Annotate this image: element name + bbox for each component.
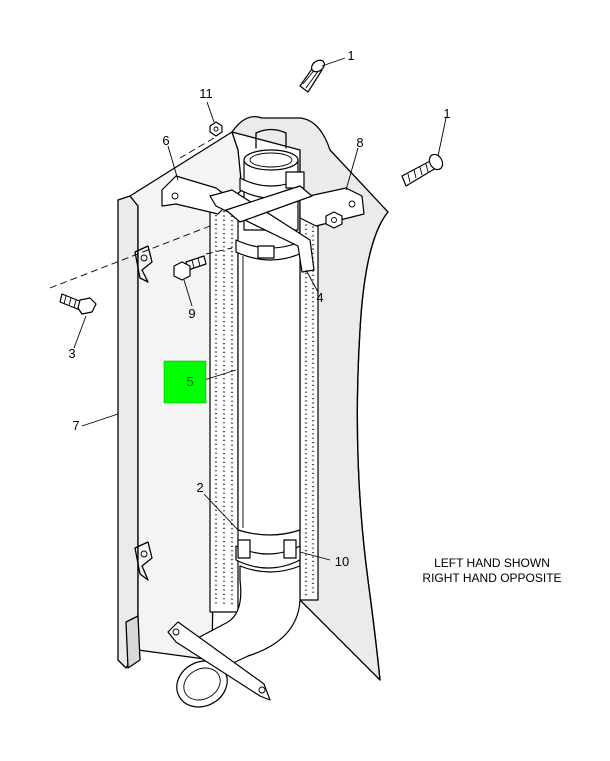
callout-7: 7 [72, 418, 79, 433]
highlight-label: 5 [186, 374, 193, 389]
callout-11: 11 [199, 86, 213, 101]
bolt-1-right [401, 153, 444, 187]
callout-2: 2 [196, 480, 203, 495]
callout-10: 10 [335, 554, 349, 569]
bolt-9 [173, 255, 207, 281]
leader-lines [73, 57, 447, 561]
note-line-2: RIGHT HAND OPPOSITE [422, 571, 561, 585]
callout-6: 6 [162, 133, 169, 148]
callout-3: 3 [68, 346, 75, 361]
callout-1-right: 1 [443, 106, 450, 121]
callout-4: 4 [316, 290, 323, 305]
callout-8: 8 [356, 135, 363, 150]
bolt-1-upper [299, 59, 326, 93]
note-line-1: LEFT HAND SHOWN [434, 556, 550, 570]
bolt-3 [59, 293, 97, 315]
callout-9: 9 [188, 306, 195, 321]
callout-1-upper: 1 [347, 48, 354, 63]
mounting-brackets [161, 175, 365, 273]
highlight-box [163, 360, 207, 404]
assembly-lines [49, 137, 233, 289]
nut-11 [209, 121, 223, 137]
